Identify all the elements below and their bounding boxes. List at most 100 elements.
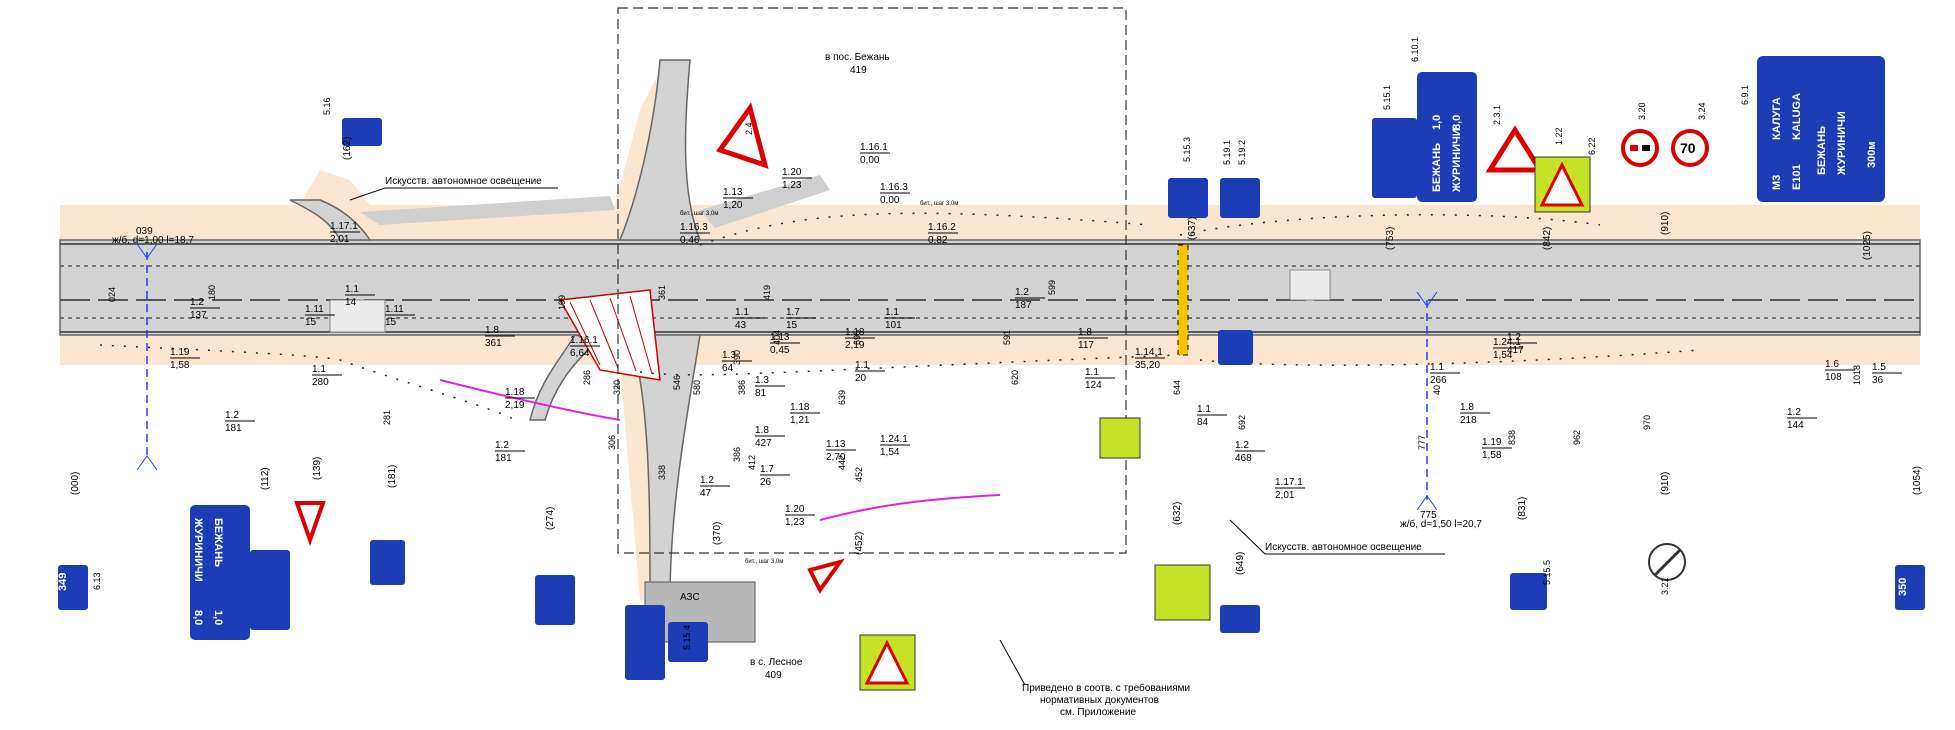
distance-sign-6-10-1-top: БЕЖАНЬ ЖУРИНИЧИ 1,0 8,0 <box>1417 72 1477 202</box>
svg-text:E101: E101 <box>1791 164 1803 190</box>
offset-label: (910) <box>1660 472 1671 495</box>
station-number: 180 <box>207 285 217 300</box>
footnote: Приведено в соотв. с требованиями нормат… <box>999 639 1190 718</box>
marking-length: 144 <box>1787 420 1804 431</box>
svg-text:нормативных документов: нормативных документов <box>1040 695 1159 706</box>
svg-text:БЕЖАНЬ: БЕЖАНЬ <box>1431 143 1443 192</box>
offset-label: (452) <box>854 532 865 555</box>
station-number: 777 <box>1417 435 1427 450</box>
marking-code: 1.1 <box>345 284 359 295</box>
sign-code: 5.15.5 <box>1542 560 1552 585</box>
station-number: 199 <box>557 295 567 310</box>
offset-label: (632) <box>1172 502 1183 525</box>
svg-text:ЖУРИНИЧИ: ЖУРИНИЧИ <box>1451 128 1463 193</box>
offset-label: (649) <box>1235 552 1246 575</box>
no-overtaking-sign <box>1621 129 1659 167</box>
station-number: 442 <box>837 455 847 470</box>
station-number: 024 <box>107 287 117 302</box>
pedestrian-signs <box>859 156 1591 691</box>
sign-code: 5.15.1 <box>1382 85 1392 110</box>
marking-code: 1.1 <box>1197 404 1211 415</box>
marking-code: 1.7 <box>760 464 774 475</box>
marking-length: 1,23 <box>785 517 805 528</box>
sign-code: 5.15.4 <box>682 625 692 650</box>
station-number: 281 <box>382 410 392 425</box>
marking-code: 1.11 <box>385 304 404 315</box>
marking-code: 1.2 <box>1235 440 1249 451</box>
marking-length: 1,20 <box>723 200 743 211</box>
offset-label: (831) <box>1517 497 1528 520</box>
marking-length: 15 <box>786 320 798 331</box>
step-note: бит., шаг 3,0м <box>920 201 958 207</box>
marking-length: 0,46 <box>680 235 700 246</box>
offset-label: (181) <box>387 465 398 488</box>
marking-code: 1.2 <box>1507 332 1521 343</box>
marking-length: 2,01 <box>1275 490 1295 501</box>
svg-text:349: 349 <box>57 573 69 591</box>
sign-code: 2.3.1 <box>1492 105 1502 125</box>
marking-labels: 1.17.12,011.11151.11151.191,581.182,191.… <box>70 37 1923 650</box>
marking-code: 1.24.1 <box>880 434 908 445</box>
offset-label: (842) <box>1542 227 1553 250</box>
station-number: 838 <box>1507 430 1517 445</box>
station-number: 546 <box>672 375 682 390</box>
marking-code: 1.17.1 <box>330 221 358 232</box>
marking-length: 15 <box>305 317 317 328</box>
direction-sign-6-9-1: М3 E101 КАЛУГА KALUGA БЕЖАНЬ ЖУРИНИЧИ 30… <box>1757 56 1885 202</box>
marking-code: 1.11 <box>305 304 324 315</box>
marking-length: 26 <box>760 477 772 488</box>
offset-label: (1054) <box>1912 466 1923 495</box>
marking-length: 36 <box>1872 375 1884 386</box>
svg-text:KALUGA: KALUGA <box>1791 93 1803 140</box>
marking-length: 0,82 <box>928 235 948 246</box>
sign-code: 3.21 <box>1660 577 1670 595</box>
marking-length: 1,54 <box>880 447 900 458</box>
marking-code: 1.6 <box>1825 359 1839 370</box>
svg-text:1,0: 1,0 <box>1431 115 1443 130</box>
marking-code: 1.8 <box>755 425 769 436</box>
svg-text:8,0: 8,0 <box>192 610 204 625</box>
offset-label: (370) <box>712 522 723 545</box>
station-number: 390 <box>732 350 742 365</box>
station-number: 386 <box>732 447 742 462</box>
marking-code: 1.1 <box>1430 362 1444 373</box>
marking-length: 137 <box>190 310 207 321</box>
marking-code: 1.19 <box>1482 437 1502 448</box>
svg-text:ЖУРИНИЧИ: ЖУРИНИЧИ <box>192 517 204 582</box>
marking-length: 1,21 <box>790 415 810 426</box>
km-posts: 349 350 <box>57 573 1909 596</box>
detail-boundary <box>617 7 1127 554</box>
marking-length: 6,64 <box>570 348 590 359</box>
marking-code: 1.8 <box>485 325 499 336</box>
marking-length: 0,45 <box>770 345 790 356</box>
marking-length: 1,54 <box>1493 350 1513 361</box>
svg-text:300м: 300м <box>1866 142 1878 169</box>
marking-code: 1.1 <box>885 307 899 318</box>
marking-length: 181 <box>495 453 512 464</box>
marking-code: 1.3 <box>755 375 769 386</box>
step-note: бит., шаг 3,0м <box>680 211 718 217</box>
station-number: 644 <box>1172 380 1182 395</box>
marking-length: 266 <box>1430 375 1447 386</box>
marking-length: 2,19 <box>505 400 525 411</box>
sign-code: 5.16 <box>322 97 332 115</box>
marking-code: 1.20 <box>782 167 802 178</box>
marking-length: 417 <box>1507 345 1524 356</box>
svg-text:409: 409 <box>765 670 782 681</box>
marking-code: 1.2 <box>495 440 509 451</box>
marking-code: 1.16.3 <box>880 182 908 193</box>
step-note: бит., шаг 3,0м <box>745 559 783 565</box>
sign-code: 6.9.1 <box>1740 85 1750 105</box>
marking-code: 1.16.1 <box>570 335 598 346</box>
offset-label: (274) <box>545 507 556 530</box>
station-number: 386 <box>737 380 747 395</box>
marking-length: 43 <box>735 320 747 331</box>
station-number: 970 <box>1642 415 1652 430</box>
marking-length: 117 <box>1078 340 1094 351</box>
sign-code: 6.22 <box>1587 137 1597 155</box>
station-number: 599 <box>1047 280 1057 295</box>
marking-code: 1.8 <box>1078 327 1092 338</box>
svg-text:1,0: 1,0 <box>212 610 224 625</box>
svg-text:ж/б, d=1,00 l=18,7: ж/б, d=1,00 l=18,7 <box>112 234 194 246</box>
marking-code: 1.3 <box>722 350 736 361</box>
